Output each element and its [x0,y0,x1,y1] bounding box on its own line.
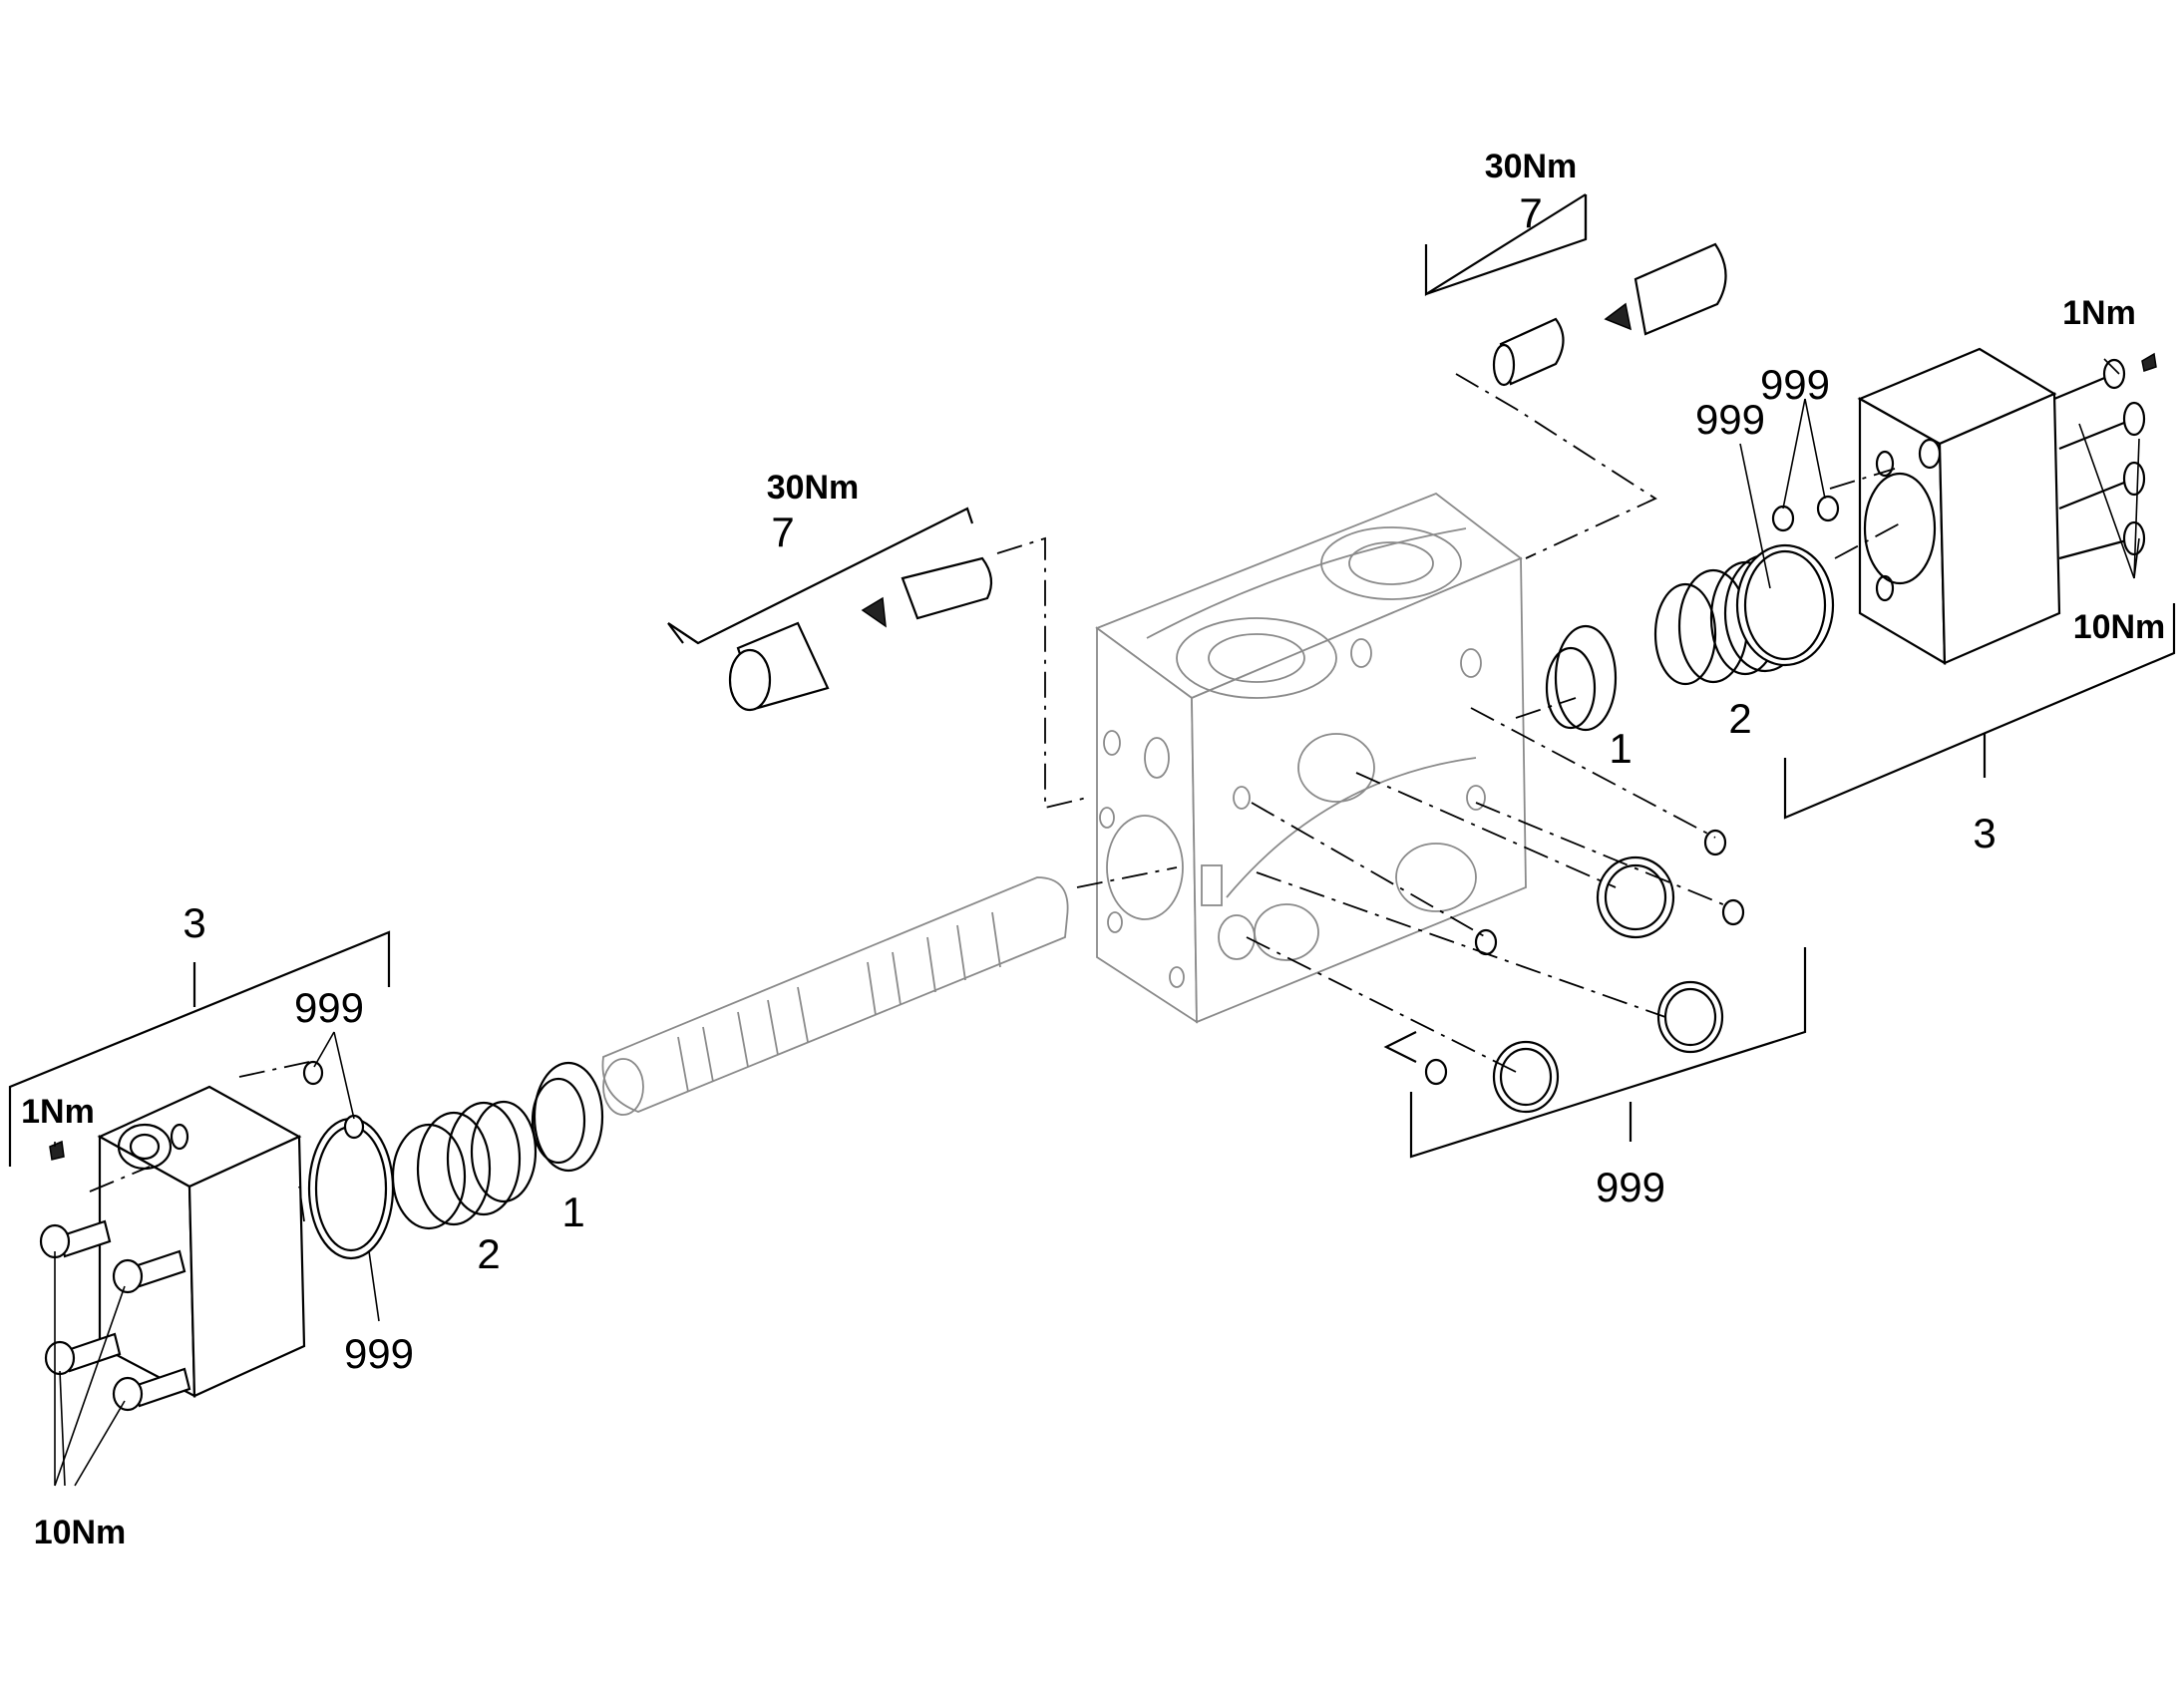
end-cover-right [1857,347,2157,665]
label-left-screw-torque: 1Nm [21,1093,95,1131]
cartridge-valve-mid [667,507,1088,810]
label-left-spring: 2 [477,1230,500,1277]
center-seals-bracket [1409,947,1807,1159]
end-cover-left [39,1085,306,1412]
left-cover-bracket [8,930,391,1167]
label-left-cover-item: 3 [182,899,205,946]
label-mid-torque: 30Nm [767,469,860,507]
cartridge-valve-top [1424,193,1727,559]
label-top-item: 7 [1519,189,1542,236]
label-top-torque: 30Nm [1485,148,1578,185]
left-spring-pack [302,1060,604,1260]
right-cover-bracket [1783,603,2176,820]
label-left-spring-seat: 1 [561,1189,584,1235]
left-leaders [54,866,1178,1487]
label-right-screw-torque: 1Nm [2062,294,2136,332]
label-right-seal-b: 999 [1695,396,1765,443]
right-spring-pack [1545,495,1840,732]
label-right-spring-seat: 1 [1609,725,1632,772]
label-mid-item: 7 [771,509,794,555]
center-seal-rings [1246,707,1745,1114]
label-left-seal-large: 999 [344,1330,414,1377]
label-right-seal-a: 999 [1760,361,1830,408]
right-leaders [1515,358,2140,719]
label-right-spring: 2 [1728,695,1751,742]
labels: 30Nm 7 30Nm 7 1Nm 999 999 10Nm 3 1 2 999… [21,148,2165,1551]
label-left-seal-small: 999 [294,984,364,1031]
label-right-cover-item: 3 [1973,810,1996,856]
label-center-seals: 999 [1596,1164,1665,1210]
label-right-bolt-torque: 10Nm [2073,608,2166,646]
valve-housing [1095,492,1527,1024]
spool [601,876,1069,1116]
label-left-bolt-torque: 10Nm [34,1514,127,1551]
